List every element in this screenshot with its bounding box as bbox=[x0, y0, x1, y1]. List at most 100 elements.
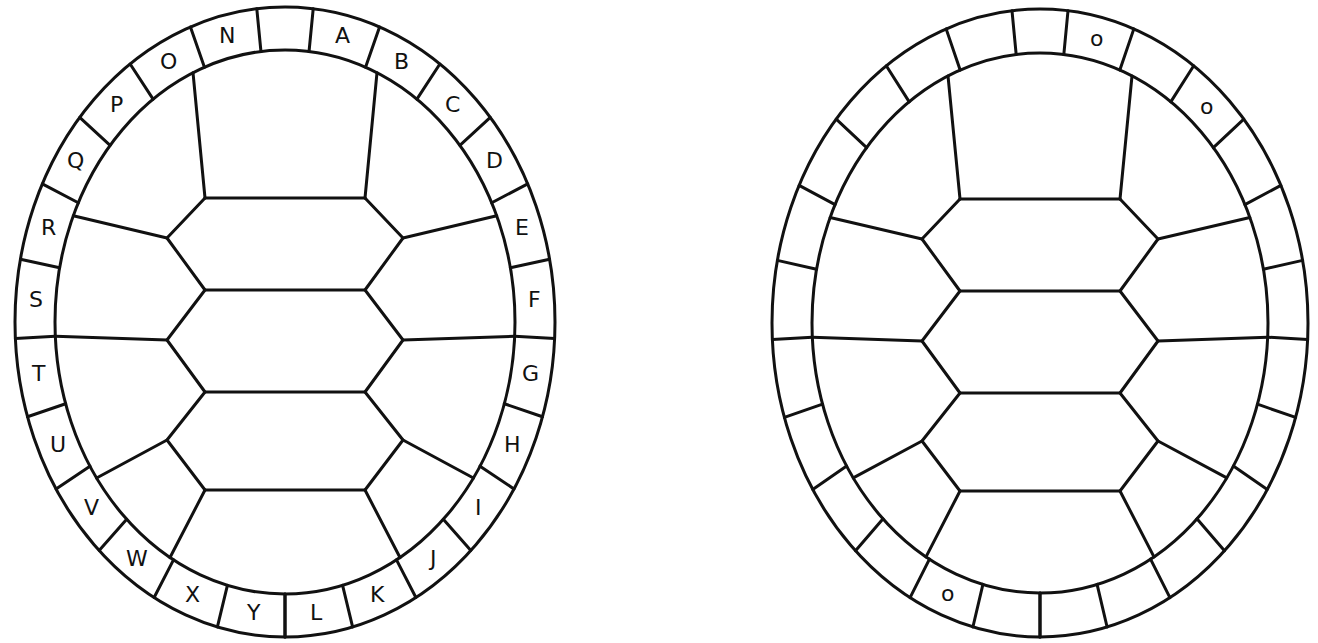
marginal-seam bbox=[460, 117, 490, 145]
marginal-seam bbox=[772, 337, 812, 339]
costal-seam bbox=[853, 441, 922, 478]
scute-letter: H bbox=[504, 434, 521, 456]
marginal-seam bbox=[443, 519, 471, 550]
costal-seam bbox=[73, 216, 167, 238]
vertebral-seam bbox=[205, 289, 365, 292]
marginal-seam bbox=[504, 404, 542, 417]
vertebral-side bbox=[1120, 491, 1154, 557]
vertebral-seam bbox=[205, 489, 365, 492]
marginal-seam bbox=[799, 185, 835, 204]
scute-letter: J bbox=[430, 548, 437, 570]
scute-letter: o bbox=[941, 583, 954, 605]
marginal-seam bbox=[42, 184, 78, 203]
marginal-seam bbox=[1257, 404, 1295, 417]
marginal-ring-inner bbox=[55, 50, 515, 594]
marginal-seam bbox=[284, 594, 287, 637]
marginal-ring-inner bbox=[812, 53, 1268, 593]
scute-letter: T bbox=[32, 363, 45, 385]
scute-letter: o bbox=[1200, 96, 1213, 118]
marginal-seam bbox=[856, 519, 884, 551]
costal-seam bbox=[403, 336, 515, 340]
scute-letter: L bbox=[310, 602, 322, 624]
vertebral-side bbox=[365, 198, 403, 490]
costal-seam bbox=[403, 216, 497, 238]
marginal-seam bbox=[56, 466, 90, 489]
scute-letter: W bbox=[126, 548, 148, 570]
marginal-seam bbox=[973, 584, 983, 627]
costal-seam bbox=[55, 336, 167, 340]
vertebral-side bbox=[1120, 76, 1132, 199]
costal-seam bbox=[830, 218, 922, 239]
marginal-seam bbox=[1097, 584, 1107, 627]
marginal-seam bbox=[1012, 11, 1016, 55]
marginal-seam bbox=[813, 466, 847, 489]
vertebral-seam bbox=[205, 391, 365, 394]
marginal-seam bbox=[836, 119, 866, 148]
marginal-seam bbox=[1213, 119, 1243, 148]
scute-letter: G bbox=[522, 363, 539, 385]
vertebral-seam bbox=[960, 290, 1120, 293]
marginal-seam bbox=[27, 404, 65, 417]
costal-seam bbox=[812, 337, 922, 341]
marginal-seam bbox=[1039, 593, 1042, 637]
vertebral-side bbox=[922, 199, 960, 491]
scute-letter: X bbox=[185, 584, 200, 606]
marginal-seam bbox=[1233, 466, 1267, 489]
marginal-seam bbox=[99, 519, 127, 550]
scute-letter: U bbox=[50, 434, 66, 456]
marginal-seam bbox=[190, 27, 204, 67]
scute-letter: Y bbox=[247, 602, 260, 624]
scute-letter: P bbox=[110, 94, 123, 116]
marginal-seam bbox=[1268, 337, 1308, 339]
marginal-seam bbox=[1039, 593, 1042, 637]
carapace-outline bbox=[772, 9, 1308, 637]
scute-letter: I bbox=[475, 497, 482, 519]
vertebral-side bbox=[365, 73, 377, 198]
vertebral-side bbox=[167, 198, 205, 490]
vertebral-side bbox=[926, 491, 960, 557]
scute-letter: Q bbox=[67, 150, 84, 172]
costal-seam bbox=[403, 440, 473, 478]
marginal-seam bbox=[343, 585, 353, 627]
marginal-seam bbox=[15, 336, 55, 338]
marginal-seam bbox=[946, 29, 960, 70]
scute-letter: K bbox=[370, 584, 384, 606]
marginal-seam bbox=[130, 64, 153, 99]
marginal-seam bbox=[1064, 11, 1068, 55]
marginal-seam bbox=[910, 559, 929, 597]
vertebral-side bbox=[948, 76, 960, 199]
scute-letter: N bbox=[219, 25, 235, 47]
scute-letter: o bbox=[1090, 28, 1103, 50]
marginal-seam bbox=[1197, 519, 1225, 551]
vertebral-side bbox=[365, 490, 400, 558]
marginal-seam bbox=[20, 259, 59, 268]
vertebral-seam bbox=[960, 392, 1120, 395]
marginal-seam bbox=[784, 404, 822, 417]
scute-letter: O bbox=[160, 51, 177, 73]
marginal-seam bbox=[1171, 66, 1194, 102]
marginal-seam bbox=[417, 64, 440, 99]
scute-letter: D bbox=[486, 150, 503, 172]
marginal-seam bbox=[510, 259, 549, 268]
vertebral-side bbox=[1120, 199, 1158, 491]
costal-seam bbox=[97, 440, 167, 478]
marginal-seam bbox=[284, 594, 287, 637]
carapace-outline bbox=[15, 7, 555, 637]
vertebral-side bbox=[170, 490, 205, 558]
marginal-seam bbox=[492, 184, 528, 203]
vertebral-seam bbox=[205, 197, 365, 200]
vertebral-seam bbox=[960, 198, 1120, 201]
scute-letter: B bbox=[394, 51, 409, 73]
marginal-seam bbox=[1245, 185, 1281, 204]
scute-letter: C bbox=[445, 94, 460, 116]
marginal-seam bbox=[154, 560, 173, 598]
marginal-seam bbox=[217, 585, 227, 627]
scute-letter: E bbox=[515, 217, 529, 239]
marginal-seam bbox=[366, 27, 380, 67]
scute-letter: F bbox=[528, 289, 541, 311]
marginal-seam bbox=[515, 336, 555, 338]
marginal-seam bbox=[309, 9, 313, 52]
marginal-seam bbox=[1151, 559, 1170, 597]
marginal-seam bbox=[257, 9, 261, 52]
